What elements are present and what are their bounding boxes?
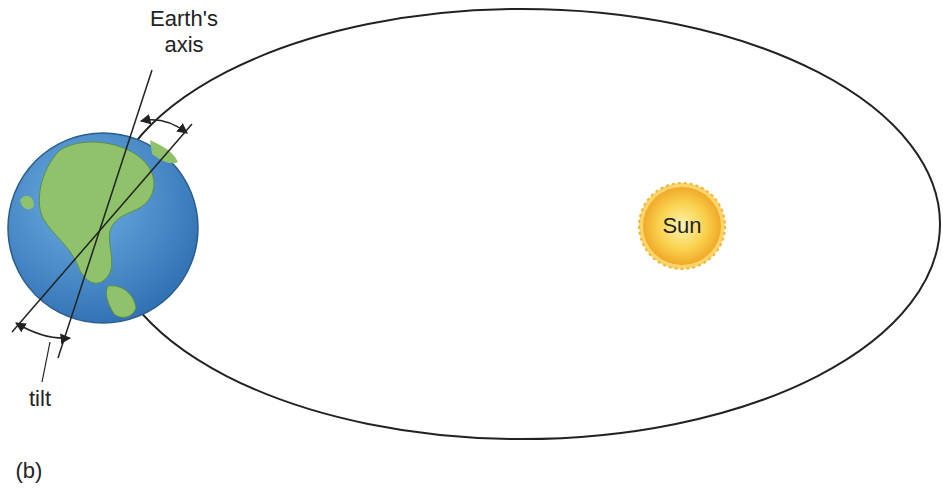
earth (8, 133, 198, 323)
orbit (104, 9, 940, 439)
part-label: Earth's axis (129, 6, 239, 58)
axis-lines (12, 70, 192, 358)
node-text: Sun (662, 213, 701, 239)
sun-shape: Sun (638, 182, 726, 270)
tilt-arrow (141, 120, 187, 133)
leader-line (42, 342, 50, 382)
panel-label: (b) (4, 458, 54, 484)
part-label: tilt (10, 386, 70, 412)
tilt-arrow (16, 323, 70, 338)
